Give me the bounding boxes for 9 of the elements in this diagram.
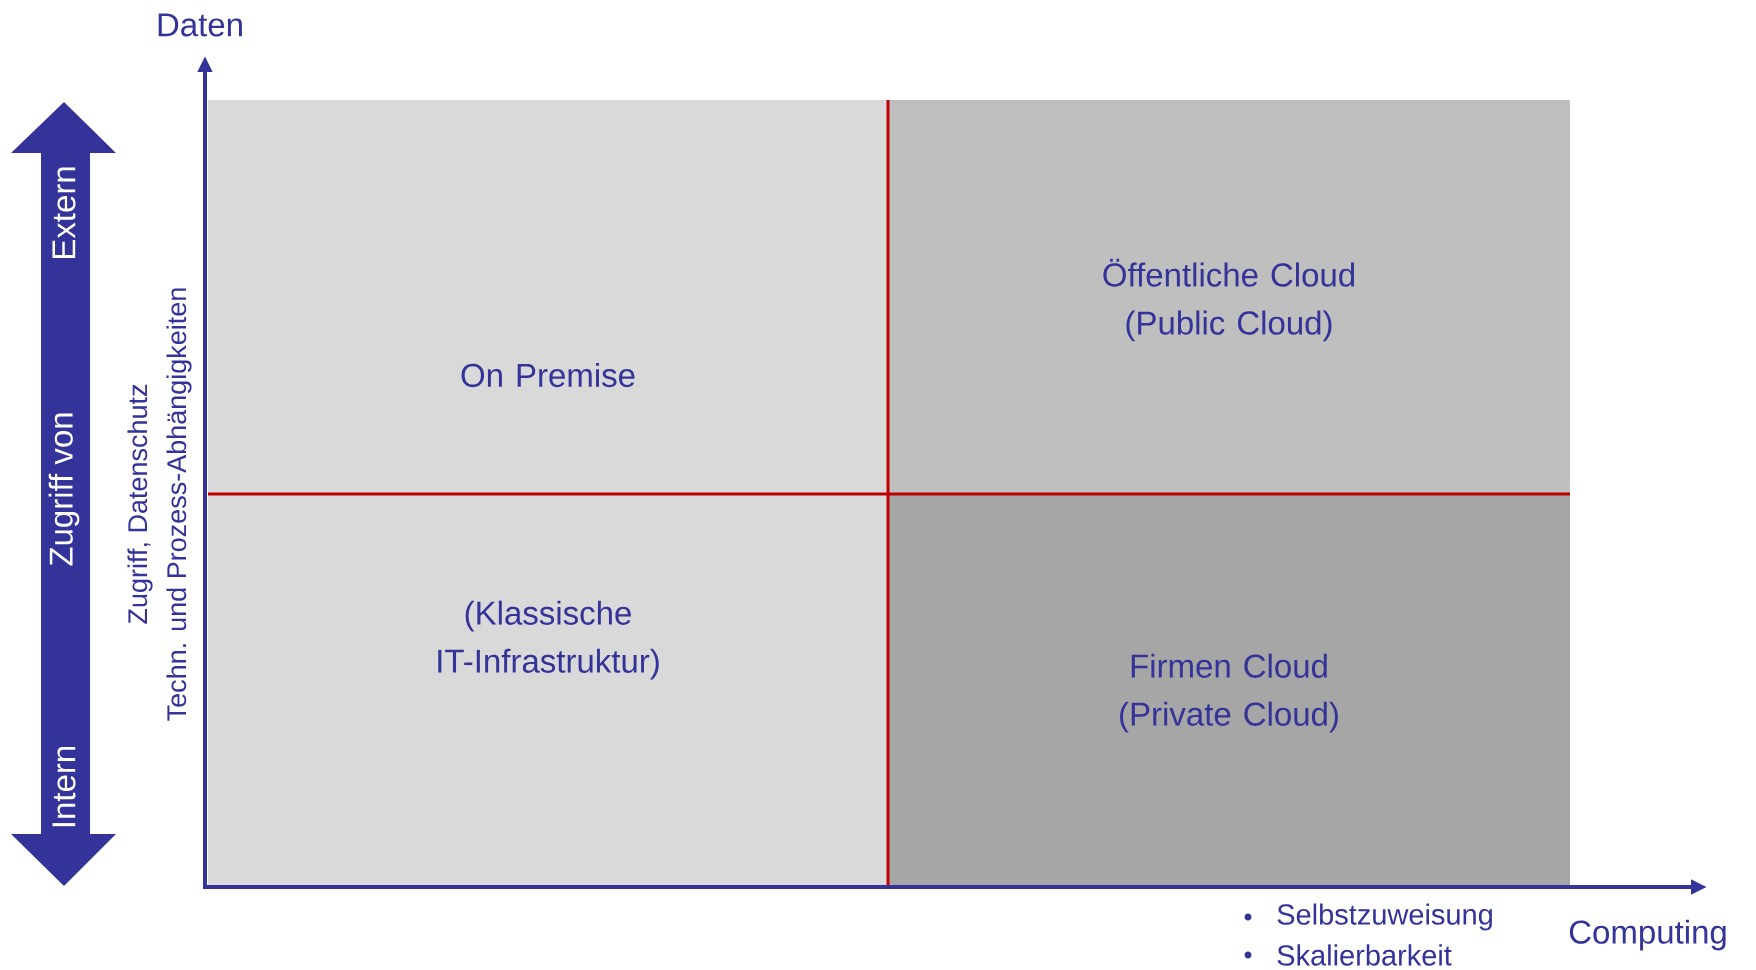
quadrant-box: Öffentliche Cloud (Public Cloud) — [888, 100, 1570, 494]
axis-description: Techn. und Prozess-Abhängigkeiten — [166, 288, 192, 721]
quadrant-box: Firmen Cloud (Private Cloud) — [888, 494, 1570, 887]
axis-description: Zugriff, Datenschutz — [127, 384, 153, 624]
quadrant-box: On Premise — [208, 100, 888, 494]
quadrant-box: (Klassische IT-Infrastruktur) — [208, 494, 888, 887]
list-item: Skalierbarkeit — [1277, 944, 1452, 966]
axis-label: Daten — [158, 13, 242, 37]
axis-label: Computing — [1569, 919, 1726, 951]
